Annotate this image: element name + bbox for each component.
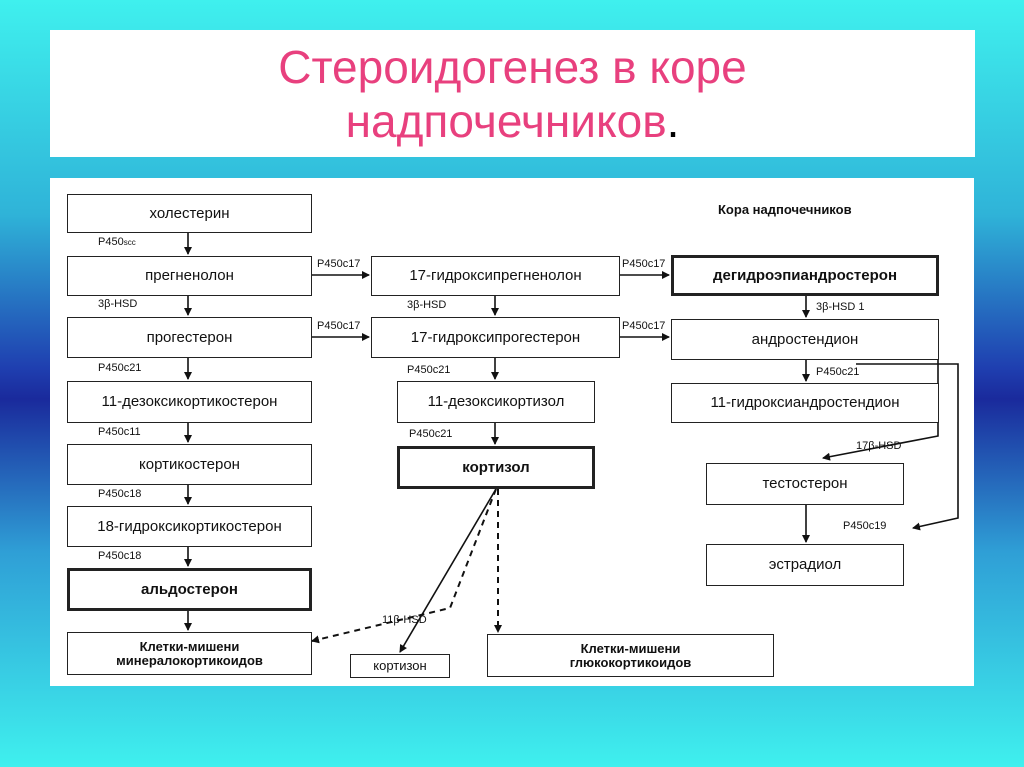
mineral-targets-line-1: Клетки-мишени — [139, 638, 240, 654]
enzyme-3b-hsd-1: 3β-HSD 1 — [816, 301, 865, 313]
diagram-panel: Кора надпочечников холестерин прегненоло… — [50, 178, 974, 686]
arrow-androst-estradiol — [856, 363, 959, 531]
enzyme-p450c18-a: P450c18 — [98, 488, 142, 500]
box-17-hydroxypregnenolone: 17-гидроксипрегненолон — [371, 256, 620, 296]
enzyme-p450c17-b: P450c17 — [317, 320, 361, 332]
enzyme-p450scc-main: P450 — [98, 236, 124, 248]
enzyme-p450c21-left: P450c21 — [98, 362, 142, 374]
slide-title: Стероидогенез в коре надпочечников. — [50, 40, 975, 148]
arrow-cortisol-mineral-targets — [311, 488, 497, 644]
box-estradiol: эстрадиол — [706, 544, 904, 586]
title-line-2: надпочечников — [345, 95, 667, 147]
enzyme-p450c21-right: P450c21 — [816, 366, 860, 378]
box-corticosterone: кортикостерон — [67, 444, 312, 485]
enzyme-3b-hsd-left: 3β-HSD — [98, 298, 138, 310]
box-mineral-targets: Клетки-мишени минералокортикоидов — [67, 632, 312, 675]
enzyme-p450scc: P450scc — [98, 236, 136, 248]
box-cortisol: кортизол — [397, 446, 595, 489]
enzyme-p450scc-sub: scc — [123, 238, 136, 247]
box-gluco-targets: Клетки-мишени глюкокортикоидов — [487, 634, 774, 677]
box-18-hydroxycorticosterone: 18-гидроксикортикостерон — [67, 506, 312, 547]
enzyme-p450c17-c: P450c17 — [622, 258, 666, 270]
box-deoxycortisol: 11-дезоксикортизол — [397, 381, 595, 423]
title-period: . — [666, 95, 680, 147]
box-deoxycorticosterone: 11-дезоксикортикостерон — [67, 381, 312, 423]
box-dhea: дегидроэпиандростерон — [671, 255, 939, 296]
gluco-targets-line-2: глюкокортикоидов — [569, 654, 692, 670]
box-cortisone: кортизон — [350, 654, 450, 678]
box-pregnenolone: прегненолон — [67, 256, 312, 296]
box-cholesterol: холестерин — [67, 194, 312, 233]
enzyme-11b-hsd: 11β-HSD — [382, 614, 427, 626]
box-progesterone: прогестерон — [67, 317, 312, 358]
box-11-hydroxyandrostenedione: 11-гидроксиандростендион — [671, 383, 939, 423]
box-aldosterone: альдостерон — [67, 568, 312, 611]
enzyme-p450c18-b: P450c18 — [98, 550, 142, 562]
enzyme-17b-hsd: 17β-HSD — [856, 440, 902, 452]
box-testosterone: тестостерон — [706, 463, 904, 505]
enzyme-p450c21-middle-b: P450c21 — [409, 428, 453, 440]
mineral-targets-line-2: минералокортикоидов — [116, 652, 263, 668]
arrow-cortisol-cortisone — [399, 488, 497, 653]
enzyme-p450c19: P450c19 — [843, 520, 887, 532]
box-androstenedione: андростендион — [671, 319, 939, 360]
enzyme-p450c11: P450c11 — [98, 426, 141, 438]
diagram-arrows — [184, 233, 959, 653]
enzyme-p450c17-a: P450c17 — [317, 258, 361, 270]
title-panel: Стероидогенез в коре надпочечников. — [50, 30, 975, 157]
enzyme-p450c17-d: P450c17 — [622, 320, 666, 332]
gluco-targets-line-1: Клетки-мишени — [580, 640, 681, 656]
title-line-1: Стероидогенез в коре — [278, 41, 747, 93]
enzyme-3b-hsd-middle: 3β-HSD — [407, 299, 447, 311]
enzyme-p450c21-middle-a: P450c21 — [407, 364, 451, 376]
box-17-hydroxyprogesterone: 17-гидроксипрогестерон — [371, 317, 620, 358]
diagram-header: Кора надпочечников — [718, 202, 852, 217]
